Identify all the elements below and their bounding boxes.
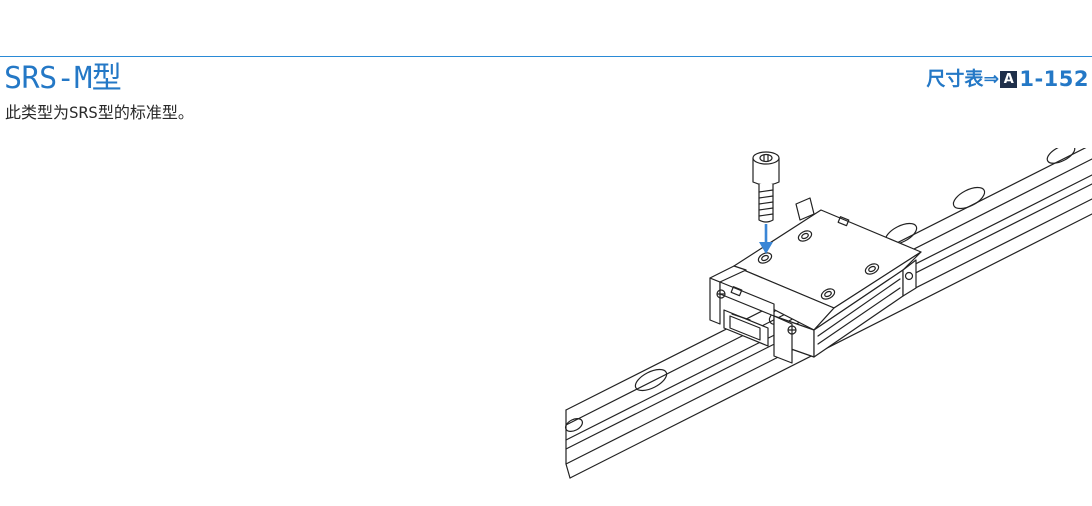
dimension-table-reference[interactable]: 尺寸表⇒ A 1-152 xyxy=(926,64,1089,94)
page-title: SRS-M型 xyxy=(4,61,122,96)
install-arrow-icon xyxy=(759,224,773,254)
linear-guide-illustration xyxy=(565,148,1092,479)
end-seal-screws xyxy=(716,271,914,335)
reference-label: 尺寸表⇒ xyxy=(926,68,1000,90)
volume-badge: A xyxy=(1000,70,1018,88)
type-description: 此类型为SRS型的标准型。 xyxy=(5,103,194,122)
header-rule xyxy=(0,56,1092,57)
reference-page-number: 1-152 xyxy=(1019,67,1089,91)
carriage-block xyxy=(709,197,922,364)
block-bolt-holes xyxy=(757,230,880,300)
cap-screw xyxy=(752,151,780,223)
